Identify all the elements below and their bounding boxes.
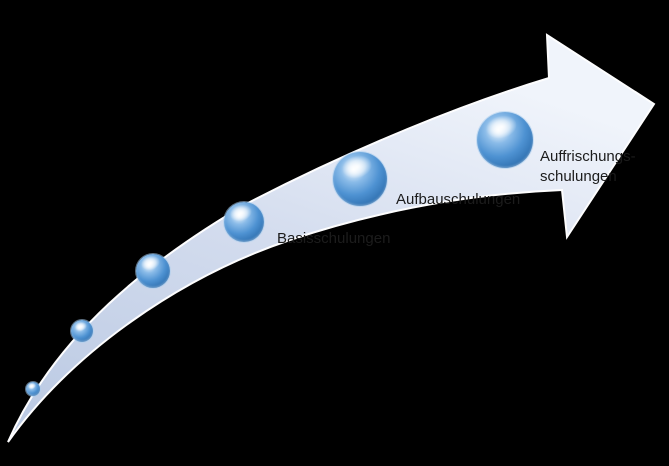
sphere-gloss-highlight xyxy=(27,382,37,390)
stage-label-text: Aufbauschulungen xyxy=(396,191,521,208)
stage-label-aufbauschulungen: Aufbauschulungen xyxy=(396,190,520,210)
stage-label-auffrischungsschulungen: Auffrischungs- schulungen xyxy=(540,147,636,187)
stage-label-line-1: Auffrischungs- xyxy=(540,148,636,165)
stage-label-text: Basisschulungen xyxy=(277,230,391,247)
sphere-gloss-highlight xyxy=(139,254,162,273)
milestone-sphere xyxy=(71,320,93,342)
sphere-gloss-highlight xyxy=(339,152,374,182)
sphere-gloss-highlight xyxy=(73,320,88,332)
milestone-sphere xyxy=(224,202,264,242)
stage-label-basisschulungen: Basisschulungen xyxy=(277,229,390,249)
milestone-sphere xyxy=(333,152,387,206)
stage-label-line-2: schulungen xyxy=(540,168,617,185)
milestone-sphere xyxy=(136,254,170,288)
milestone-sphere xyxy=(477,112,533,168)
milestone-sphere xyxy=(26,382,40,396)
sphere-gloss-highlight xyxy=(483,112,520,143)
sphere-gloss-highlight xyxy=(228,202,255,224)
